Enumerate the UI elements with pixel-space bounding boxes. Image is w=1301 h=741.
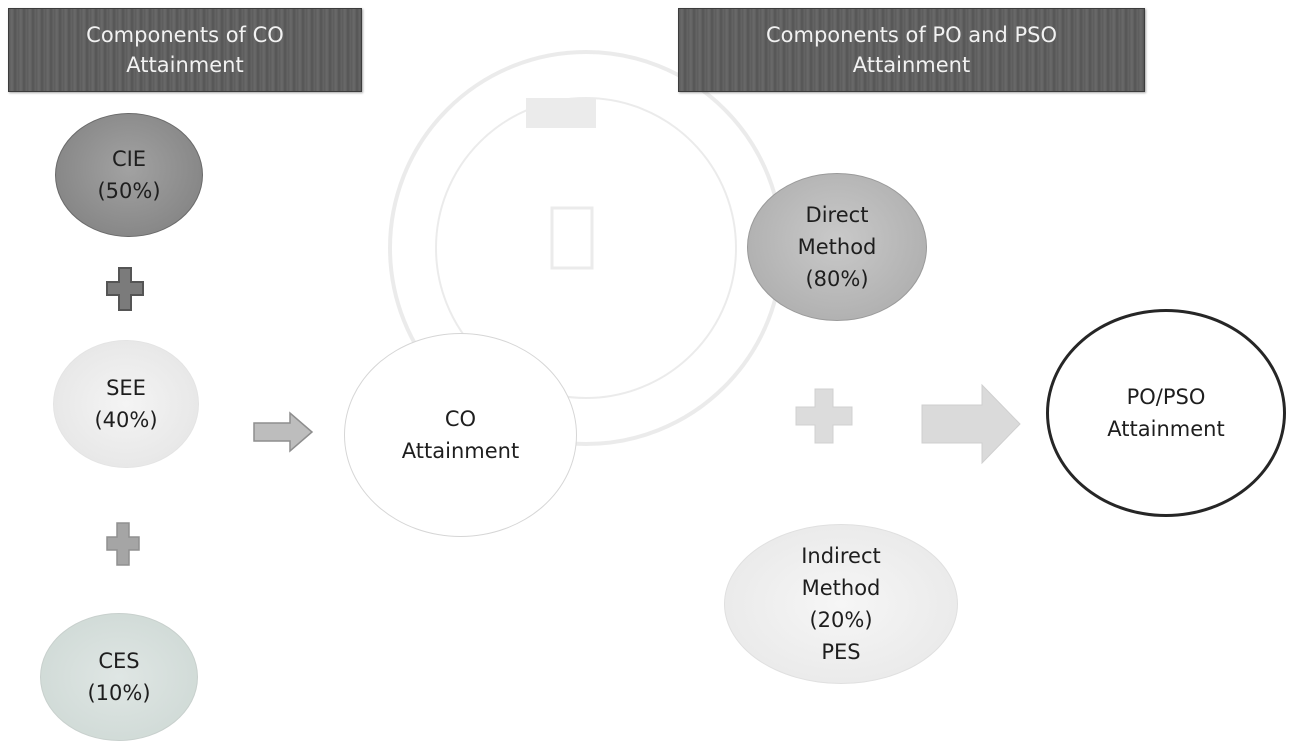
indirect-method-line2: Method (801, 576, 881, 600)
co-components-header-line2: Attainment (126, 53, 244, 77)
direct-method-percent: (80%) (805, 267, 869, 291)
indirect-method-bubble: Indirect Method (20%) PES (724, 524, 958, 684)
co-attainment-line2: Attainment (401, 439, 520, 463)
plus-icon (795, 388, 853, 444)
arrow-right-icon (921, 383, 1021, 465)
plus-icon (106, 522, 140, 566)
plus-icon (106, 267, 144, 311)
indirect-method-line4: PES (821, 640, 861, 664)
see-bubble: SEE (40%) (53, 340, 199, 468)
co-components-header: Components of CO Attainment (8, 8, 362, 92)
co-attainment-bubble: CO Attainment (344, 333, 577, 537)
see-label: SEE (106, 376, 146, 400)
cie-bubble: CIE (50%) (55, 113, 203, 237)
see-percent: (40%) (94, 408, 158, 432)
ces-percent: (10%) (87, 681, 151, 705)
cie-label: CIE (111, 147, 147, 171)
co-attainment-line1: CO (444, 407, 477, 431)
cie-percent: (50%) (97, 179, 161, 203)
ces-label: CES (98, 649, 140, 673)
direct-method-line2: Method (797, 235, 877, 259)
ces-bubble: CES (10%) (40, 613, 198, 741)
co-components-header-line1: Components of CO (86, 23, 284, 47)
po-pso-components-header-line1: Components of PO and PSO (765, 23, 1058, 47)
direct-method-line1: Direct (805, 203, 869, 227)
direct-method-bubble: Direct Method (80%) (747, 173, 927, 321)
indirect-method-percent: (20%) (809, 608, 873, 632)
arrow-right-icon (253, 411, 314, 453)
indirect-method-line1: Indirect (801, 544, 881, 568)
po-pso-attainment-bubble: PO/PSO Attainment (1046, 309, 1286, 517)
po-pso-components-header-line2: Attainment (852, 53, 971, 77)
po-pso-components-header: Components of PO and PSO Attainment (678, 8, 1145, 92)
po-pso-attainment-line2: Attainment (1107, 417, 1225, 441)
po-pso-attainment-line1: PO/PSO (1126, 385, 1206, 409)
